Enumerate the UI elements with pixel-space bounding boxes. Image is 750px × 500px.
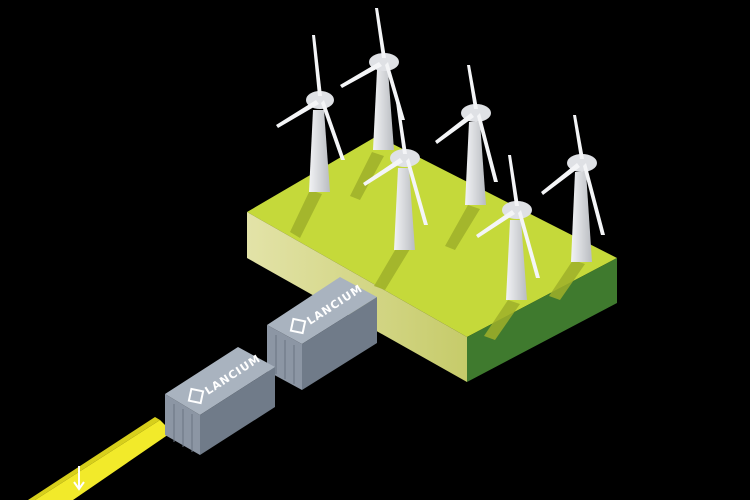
turbine-shadows xyxy=(290,152,585,340)
container-vents xyxy=(173,404,193,452)
ground-right-face xyxy=(467,258,617,382)
lancium-logo-icon xyxy=(289,317,307,335)
power-cable xyxy=(28,417,172,500)
wind-turbine xyxy=(476,155,540,300)
wind-turbine xyxy=(340,8,405,150)
wind-turbine xyxy=(541,115,605,262)
container-side xyxy=(302,297,377,390)
container-side xyxy=(200,367,275,455)
arrow-down-icon xyxy=(73,466,85,491)
wind-turbine xyxy=(363,102,428,250)
container-vents xyxy=(275,335,295,384)
container-top xyxy=(267,277,377,344)
wind-turbine xyxy=(435,65,498,205)
lancium-logo-icon xyxy=(187,387,205,405)
container-unit-back: LANCIUM xyxy=(267,277,377,390)
wind-turbine xyxy=(276,35,345,192)
container-top xyxy=(165,347,275,415)
